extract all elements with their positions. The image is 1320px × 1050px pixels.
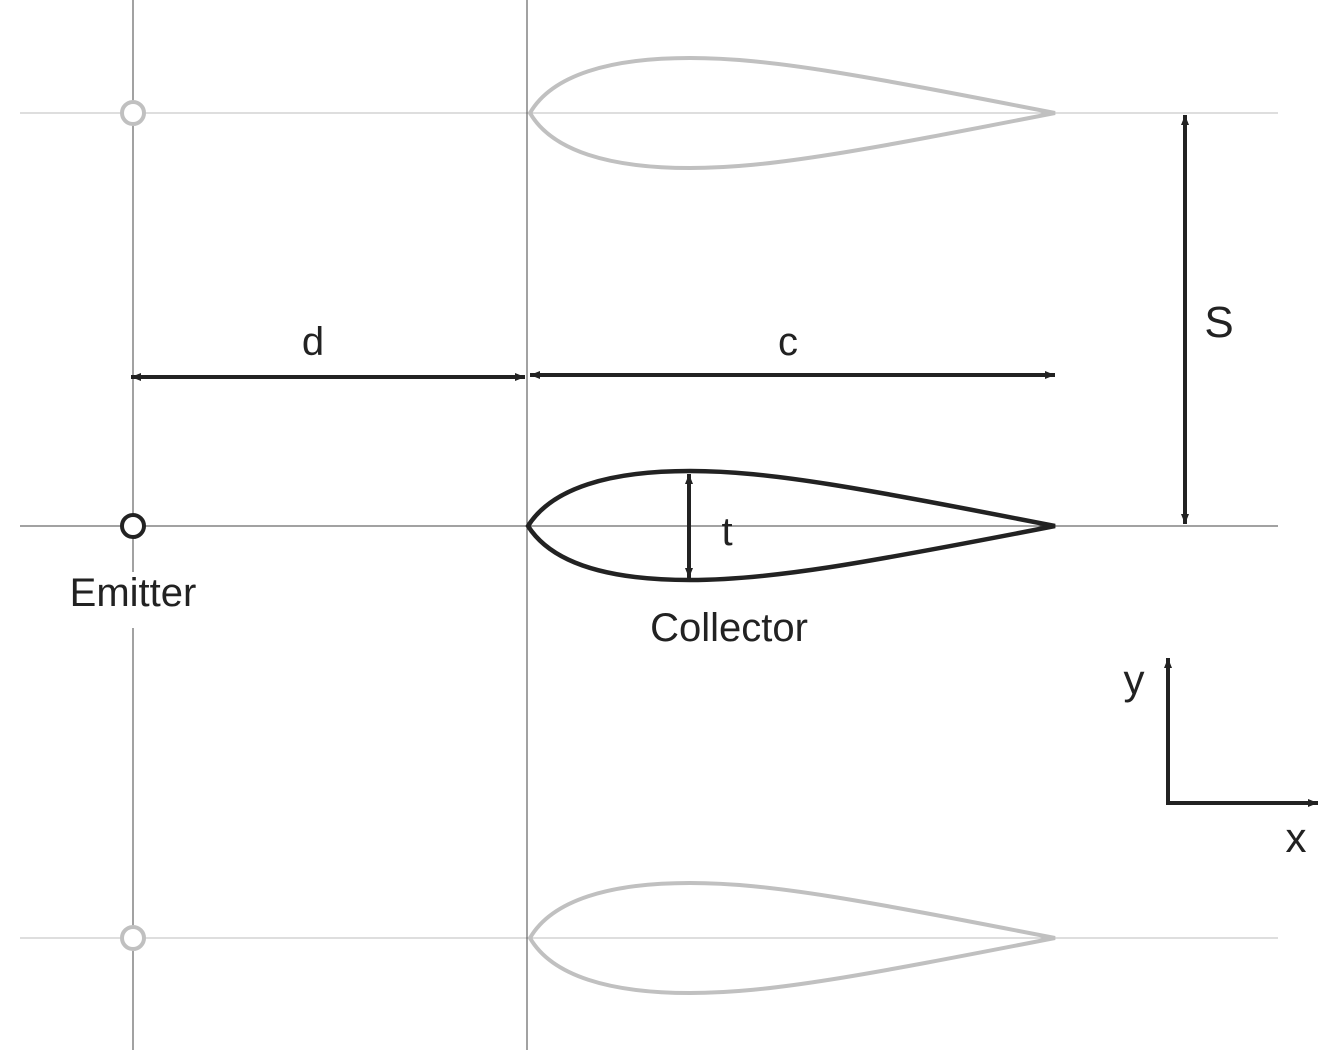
label-d: d xyxy=(302,320,324,364)
emitter-ghost-top xyxy=(120,100,146,126)
label-emitter: Emitter xyxy=(70,571,197,615)
emitter-marker xyxy=(120,513,146,539)
label-s: S xyxy=(1204,298,1233,347)
label-collector: Collector xyxy=(650,606,808,650)
collector-airfoil xyxy=(525,468,1056,583)
label-y-axis: y xyxy=(1124,656,1145,703)
label-c: c xyxy=(778,320,798,364)
collector-ghost-top xyxy=(527,55,1056,171)
emitter-ghost-bottom xyxy=(120,925,146,951)
label-x-axis: x xyxy=(1286,814,1307,861)
collector-ghost-bottom xyxy=(527,880,1056,996)
label-t: t xyxy=(721,510,732,554)
